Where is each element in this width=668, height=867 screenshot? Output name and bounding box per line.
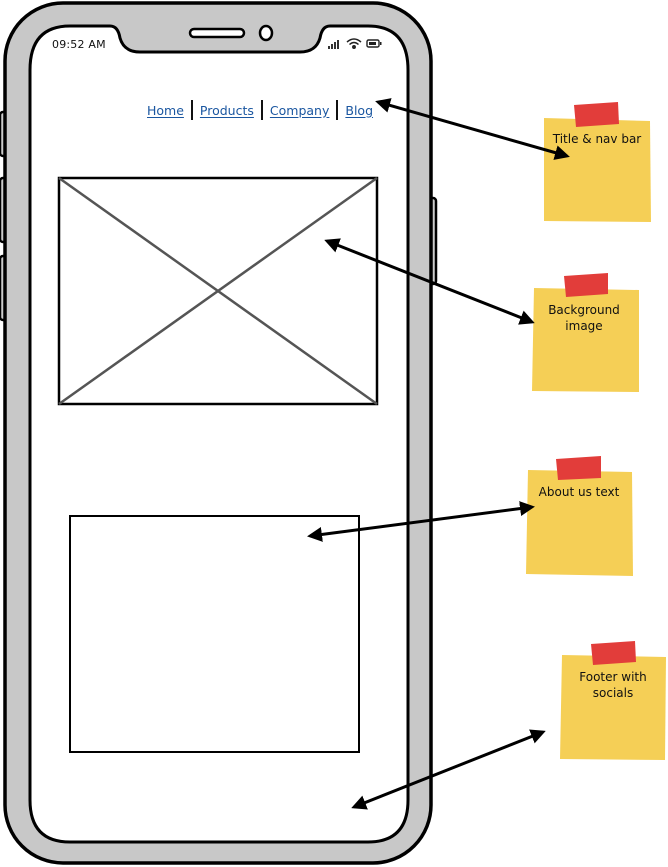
note-label-footer: Footer with socials: [579, 670, 647, 700]
wifi-icon: [346, 38, 362, 49]
nav-link-company[interactable]: Company: [269, 102, 330, 118]
note-label-background-image: Background image: [548, 303, 620, 333]
signal-icon: [328, 40, 339, 49]
nav-divider: [190, 100, 193, 120]
sticky-note-footer: [560, 641, 666, 760]
sticky-note-title-nav: [544, 102, 651, 222]
nav-divider: [260, 100, 263, 120]
note-label-about-us: About us text: [538, 485, 620, 499]
nav-bar: Home Products Company Blog: [140, 99, 380, 121]
battery-icon: [366, 39, 382, 48]
sticky-note-background-image: [532, 273, 639, 392]
sticky-note-about-us: [526, 456, 633, 576]
note-label-title-nav: Title & nav bar: [552, 132, 642, 146]
arrow-nav: [375, 98, 570, 160]
status-time: 09:52 AM: [52, 38, 106, 51]
nav-link-blog[interactable]: Blog: [345, 102, 374, 118]
nav-link-products[interactable]: Products: [199, 102, 254, 118]
arrow-footer: [351, 729, 546, 810]
about-us-box: [69, 515, 360, 753]
arrow-image: [324, 238, 535, 325]
background-image-placeholder: [57, 176, 379, 406]
nav-link-home[interactable]: Home: [147, 102, 184, 118]
nav-divider: [336, 100, 339, 120]
arrow-about: [307, 501, 535, 542]
